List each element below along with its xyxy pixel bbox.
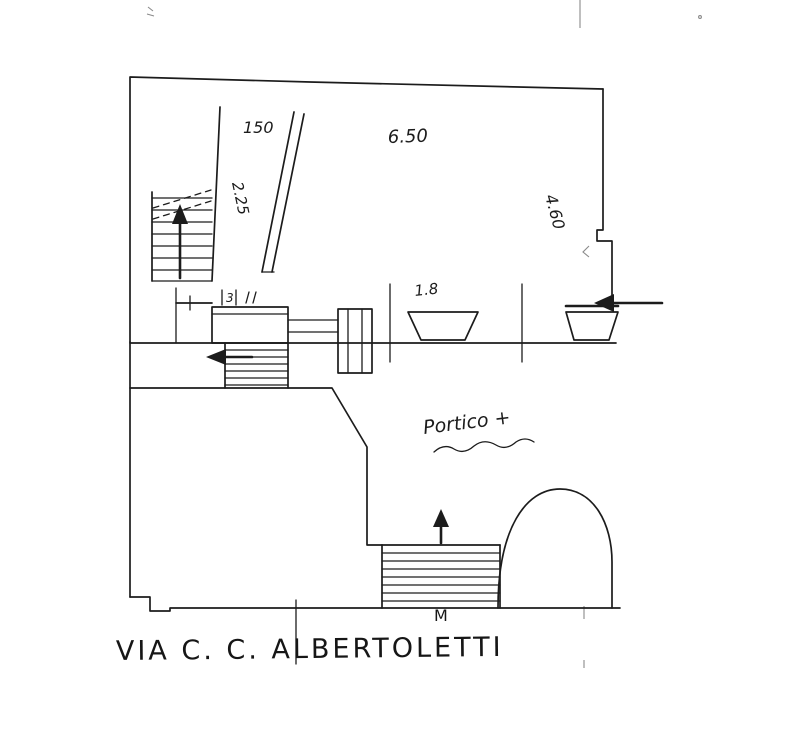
upper-hall-walls (129, 76, 613, 343)
scan-artifacts (146, 0, 702, 668)
corridor-band (129, 283, 617, 363)
mid-staircase (206, 342, 289, 389)
pier-1 (211, 289, 289, 344)
dim-label-right-wall: 4.60 (541, 192, 569, 231)
lower-room-walls (129, 341, 621, 612)
right-entrance-arrow (594, 294, 664, 312)
illegible-scribble (433, 438, 535, 453)
entrance-letter: M (434, 606, 448, 625)
room-label: Portico + (422, 406, 512, 439)
right-wall (596, 88, 613, 297)
room-label-group: Portico + (422, 406, 535, 453)
pier-3 (407, 311, 479, 341)
arched-doorway (497, 488, 613, 609)
entrance-up-arrow (433, 509, 449, 545)
dim-label-hall-top: 6.50 (387, 126, 428, 148)
entrance-staircase (381, 509, 501, 609)
dim-label-stair-side: 2.25 (228, 180, 253, 216)
lower-room-inner-boundary (129, 387, 383, 546)
dim-label-small: 3 (226, 291, 234, 305)
handwritten-annotations: 150 2.25 6.50 4.60 1.8 3 (226, 118, 569, 305)
street-name-label: VIA C. C. ALBERTOLETTI (116, 632, 504, 667)
stair-break-line (152, 189, 212, 209)
top-and-left-wall (129, 76, 604, 343)
stair-left-arrow (206, 349, 254, 365)
dim-label-pillar: 1.8 (414, 280, 440, 300)
stair-up-arrow (172, 204, 188, 280)
pier-2 (337, 308, 373, 374)
upper-staircase (151, 106, 221, 282)
bottom-wall (129, 596, 621, 612)
dim-tick-marks (245, 291, 257, 304)
slanted-wall (261, 111, 305, 273)
pier-4 (564, 304, 620, 341)
dim-label-150: 150 (243, 118, 274, 137)
